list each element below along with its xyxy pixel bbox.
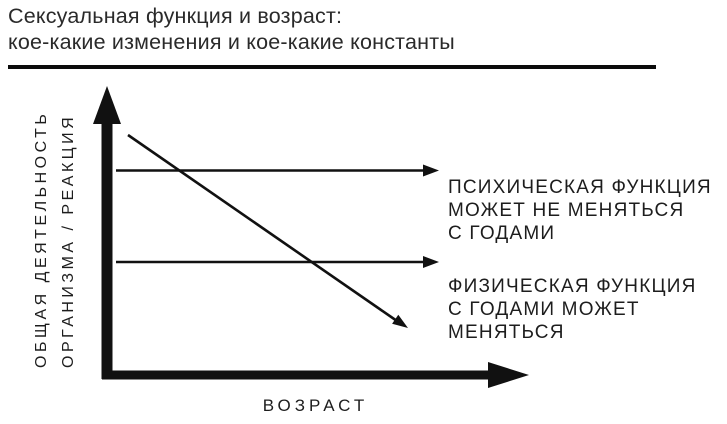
figure-title: Сексуальная функция и возраст: кое-какие… (8, 4, 455, 55)
y-axis-label-line1: ОБЩАЯ ДЕЯТЕЛЬНОСТЬ (33, 110, 50, 368)
declining-function-arrow-line (127, 133, 398, 323)
y-axis-arrowhead-icon (93, 86, 121, 124)
psychological-annotation-line2: МОЖЕТ НЕ МЕНЯТЬСЯ (448, 200, 685, 221)
title-divider (8, 65, 656, 69)
declining-function-arrowhead-icon (392, 314, 408, 328)
psychological-function-annotation: ПСИХИЧЕСКАЯ ФУНКЦИЯ МОЖЕТ НЕ МЕНЯТЬСЯ С … (448, 176, 712, 245)
psychological-function-arrowhead-icon (423, 164, 439, 177)
physical-function-annotation: ФИЗИЧЕСКАЯ ФУНКЦИЯ С ГОДАМИ МОЖЕТ МЕНЯТЬ… (448, 275, 697, 344)
physical-function-arrowhead-icon (423, 256, 439, 268)
x-axis-label: ВОЗРАСТ (262, 396, 369, 415)
physical-annotation-line1: ФИЗИЧЕСКАЯ ФУНКЦИЯ (448, 276, 697, 297)
physical-annotation-line3: МЕНЯТЬСЯ (448, 322, 565, 343)
x-axis-arrowhead-icon (488, 362, 529, 388)
y-axis-label: ОБЩАЯ ДЕЯТЕЛЬНОСТЬ ОРГАНИЗМА / РЕАКЦИЯ (28, 80, 82, 368)
psychological-annotation-line1: ПСИХИЧЕСКАЯ ФУНКЦИЯ (448, 177, 712, 198)
figure-title-line1: Сексуальная функция и возраст: (8, 4, 343, 28)
y-axis-label-line2: ОРГАНИЗМА / РЕАКЦИЯ (60, 113, 77, 368)
physical-annotation-line2: С ГОДАМИ МОЖЕТ (448, 299, 640, 320)
psychological-annotation-line3: С ГОДАМИ (448, 223, 556, 244)
figure-title-line2: кое-какие изменения и кое-какие констант… (8, 29, 455, 54)
